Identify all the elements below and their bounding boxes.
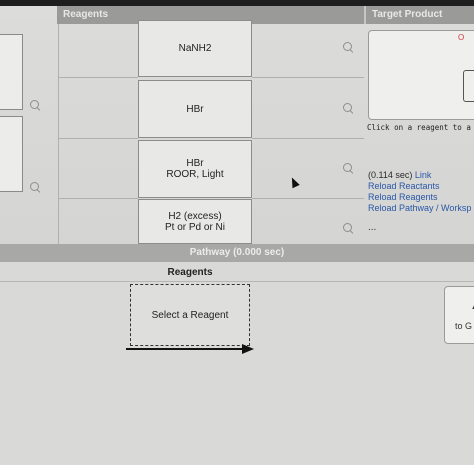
- select-reagent-label: Select a Reagent: [151, 309, 229, 321]
- reagent-label: HBr: [186, 103, 204, 115]
- magnifier-icon[interactable]: [343, 163, 352, 172]
- instruction-text: Click on a reagent to a: [367, 123, 471, 132]
- reagent-button-hbr-roor[interactable]: HBr ROOR, Light: [138, 140, 252, 198]
- reagents-header: Reagents: [57, 6, 364, 24]
- magnifier-icon[interactable]: [30, 182, 39, 191]
- pathway-divider: [0, 281, 474, 282]
- row-divider: [58, 138, 138, 139]
- goal-label: to G: [455, 321, 473, 331]
- reagent-label: HBr: [186, 158, 204, 169]
- row-divider: [58, 198, 138, 199]
- reagent-row-divider: [252, 138, 364, 139]
- reagent-button-h2-catalyst[interactable]: H2 (excess) Pt or Pd or Ni: [138, 199, 252, 244]
- magnifier-icon[interactable]: [343, 103, 352, 112]
- target-structure-bond: [463, 70, 474, 102]
- target-product-header: Target Product: [364, 6, 474, 24]
- reaction-arrow-head-icon: [242, 344, 254, 354]
- reactant-slot-1[interactable]: [0, 34, 23, 110]
- reaction-arrow: [126, 348, 244, 350]
- row-divider: [58, 77, 138, 78]
- reload-reactants-link[interactable]: Reload Reactants: [368, 181, 440, 191]
- reagent-button-nanh2[interactable]: NaNH2: [138, 20, 252, 77]
- reagent-row-divider: [252, 198, 364, 199]
- reagent-label: H2 (excess): [168, 210, 222, 222]
- reload-reagents-link[interactable]: Reload Reagents: [368, 192, 438, 202]
- target-product-box: [368, 30, 474, 120]
- status-line: (0.114 sec) Link: [368, 170, 431, 180]
- reagent-condition: ROOR, Light: [166, 169, 224, 180]
- reactant-slot-2[interactable]: [0, 116, 23, 192]
- reagent-condition: Pt or Pd or Ni: [164, 221, 226, 233]
- more-ellipsis: ...: [368, 222, 377, 233]
- reagent-label: NaNH2: [178, 43, 212, 54]
- column-divider: [58, 24, 59, 244]
- magnifier-icon[interactable]: [343, 42, 352, 51]
- goal-product-box[interactable]: ▲ to G: [444, 286, 474, 344]
- reagent-row-divider: [252, 77, 364, 78]
- status-time: (0.114 sec): [368, 170, 413, 180]
- reagent-button-hbr[interactable]: HBr: [138, 80, 252, 138]
- pathway-reagents-title: Reagents: [167, 267, 213, 278]
- link-link[interactable]: Link: [414, 170, 432, 180]
- pathway-header: Pathway (0.000 sec): [0, 244, 474, 262]
- select-reagent-dropzone[interactable]: Select a Reagent: [130, 284, 250, 346]
- magnifier-icon[interactable]: [30, 100, 39, 109]
- target-structure-label: O: [458, 33, 465, 42]
- reload-pathway-link[interactable]: Reload Pathway / Worksp: [368, 203, 472, 213]
- caret-up-icon: ▲: [471, 305, 474, 311]
- magnifier-icon[interactable]: [343, 223, 352, 232]
- screen-bezel: [0, 0, 474, 6]
